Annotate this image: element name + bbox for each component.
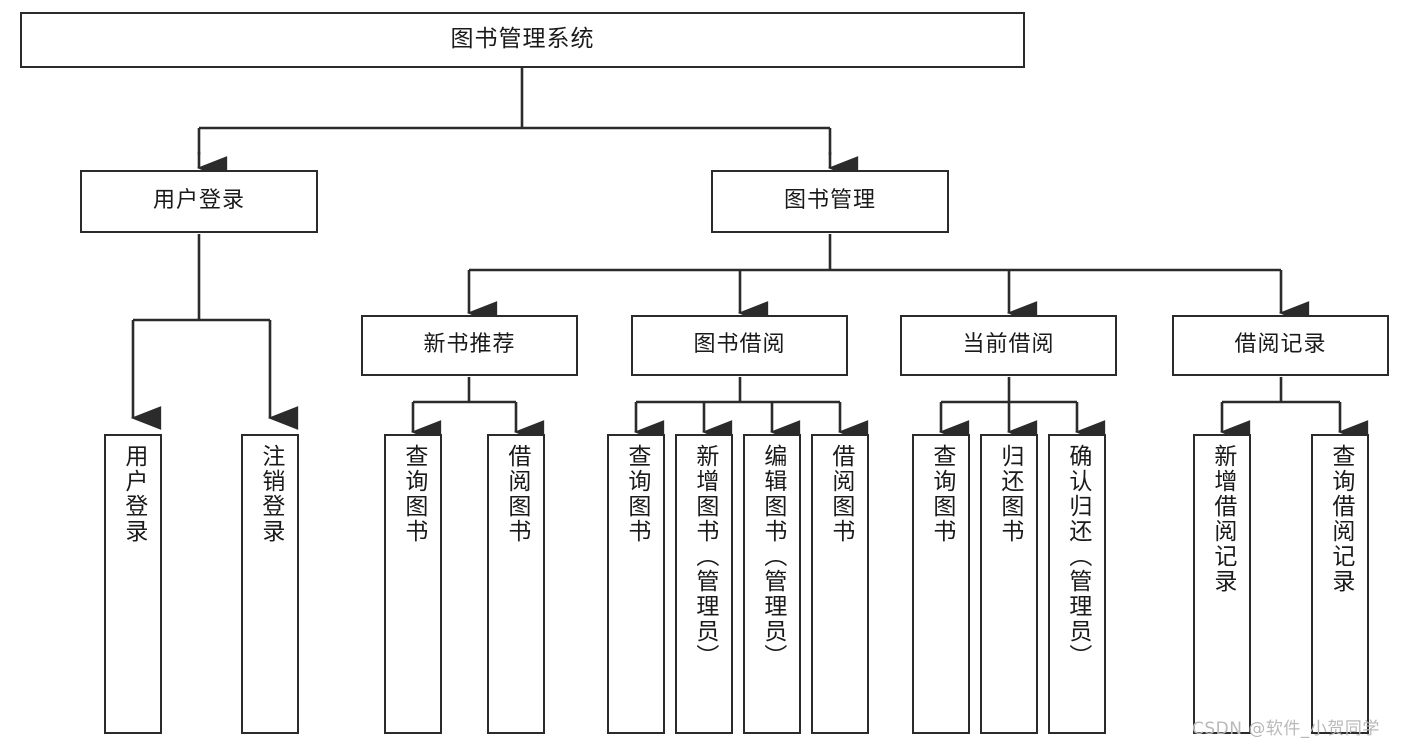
leaf-label: 注销登录 — [257, 444, 284, 544]
node-user-login-label: 用户登录 — [152, 188, 245, 214]
leaf-user-login-logout[interactable]: 注销登录 — [241, 434, 299, 734]
leaf-user-login-login[interactable]: 用户登录 — [104, 434, 162, 734]
node-borrow-record[interactable]: 借阅记录 — [1172, 315, 1389, 376]
node-new-book-recommend-label: 新书推荐 — [423, 332, 516, 358]
leaf-new-book-borrow[interactable]: 借阅图书 — [487, 434, 545, 734]
leaf-new-book-query[interactable]: 查询图书 — [384, 434, 442, 734]
node-current-borrow-label: 当前借阅 — [962, 332, 1055, 358]
csdn-watermark: CSDN @软件_小贺同学 — [1192, 719, 1380, 739]
leaf-label: 借阅图书 — [827, 444, 854, 544]
leaf-label: 用户登录 — [120, 444, 147, 544]
node-book-management-label: 图书管理 — [783, 188, 876, 214]
leaf-current-return-book[interactable]: 归还图书 — [980, 434, 1038, 734]
node-root-label: 图书管理系统 — [450, 26, 595, 53]
leaf-label: 编辑图书（管理员） — [759, 444, 786, 669]
node-user-login[interactable]: 用户登录 — [80, 170, 318, 233]
node-book-management[interactable]: 图书管理 — [711, 170, 949, 233]
leaf-label: 借阅图书 — [503, 444, 530, 544]
node-book-borrow[interactable]: 图书借阅 — [631, 315, 848, 376]
leaf-borrow-query-book[interactable]: 查询图书 — [607, 434, 665, 734]
leaf-record-add-record[interactable]: 新增借阅记录 — [1193, 434, 1251, 734]
leaf-label: 查询图书 — [928, 444, 955, 544]
leaf-borrow-edit-book[interactable]: 编辑图书（管理员） — [743, 434, 801, 734]
leaf-record-query-record[interactable]: 查询借阅记录 — [1311, 434, 1369, 734]
leaf-label: 查询借阅记录 — [1327, 444, 1354, 594]
leaf-label: 查询图书 — [623, 444, 650, 544]
node-current-borrow[interactable]: 当前借阅 — [900, 315, 1117, 376]
leaf-borrow-borrow-book[interactable]: 借阅图书 — [811, 434, 869, 734]
leaf-label: 确认归还（管理员） — [1064, 444, 1091, 669]
node-book-borrow-label: 图书借阅 — [693, 332, 786, 358]
node-root-system[interactable]: 图书管理系统 — [20, 12, 1025, 68]
node-borrow-record-label: 借阅记录 — [1234, 332, 1327, 358]
leaf-current-query-book[interactable]: 查询图书 — [912, 434, 970, 734]
leaf-current-confirm-return[interactable]: 确认归还（管理员） — [1048, 434, 1106, 734]
node-new-book-recommend[interactable]: 新书推荐 — [361, 315, 578, 376]
leaf-label: 新增借阅记录 — [1209, 444, 1236, 594]
leaf-label: 归还图书 — [996, 444, 1023, 544]
leaf-borrow-add-book[interactable]: 新增图书（管理员） — [675, 434, 733, 734]
leaf-label: 新增图书（管理员） — [691, 444, 718, 669]
leaf-label: 查询图书 — [400, 444, 427, 544]
